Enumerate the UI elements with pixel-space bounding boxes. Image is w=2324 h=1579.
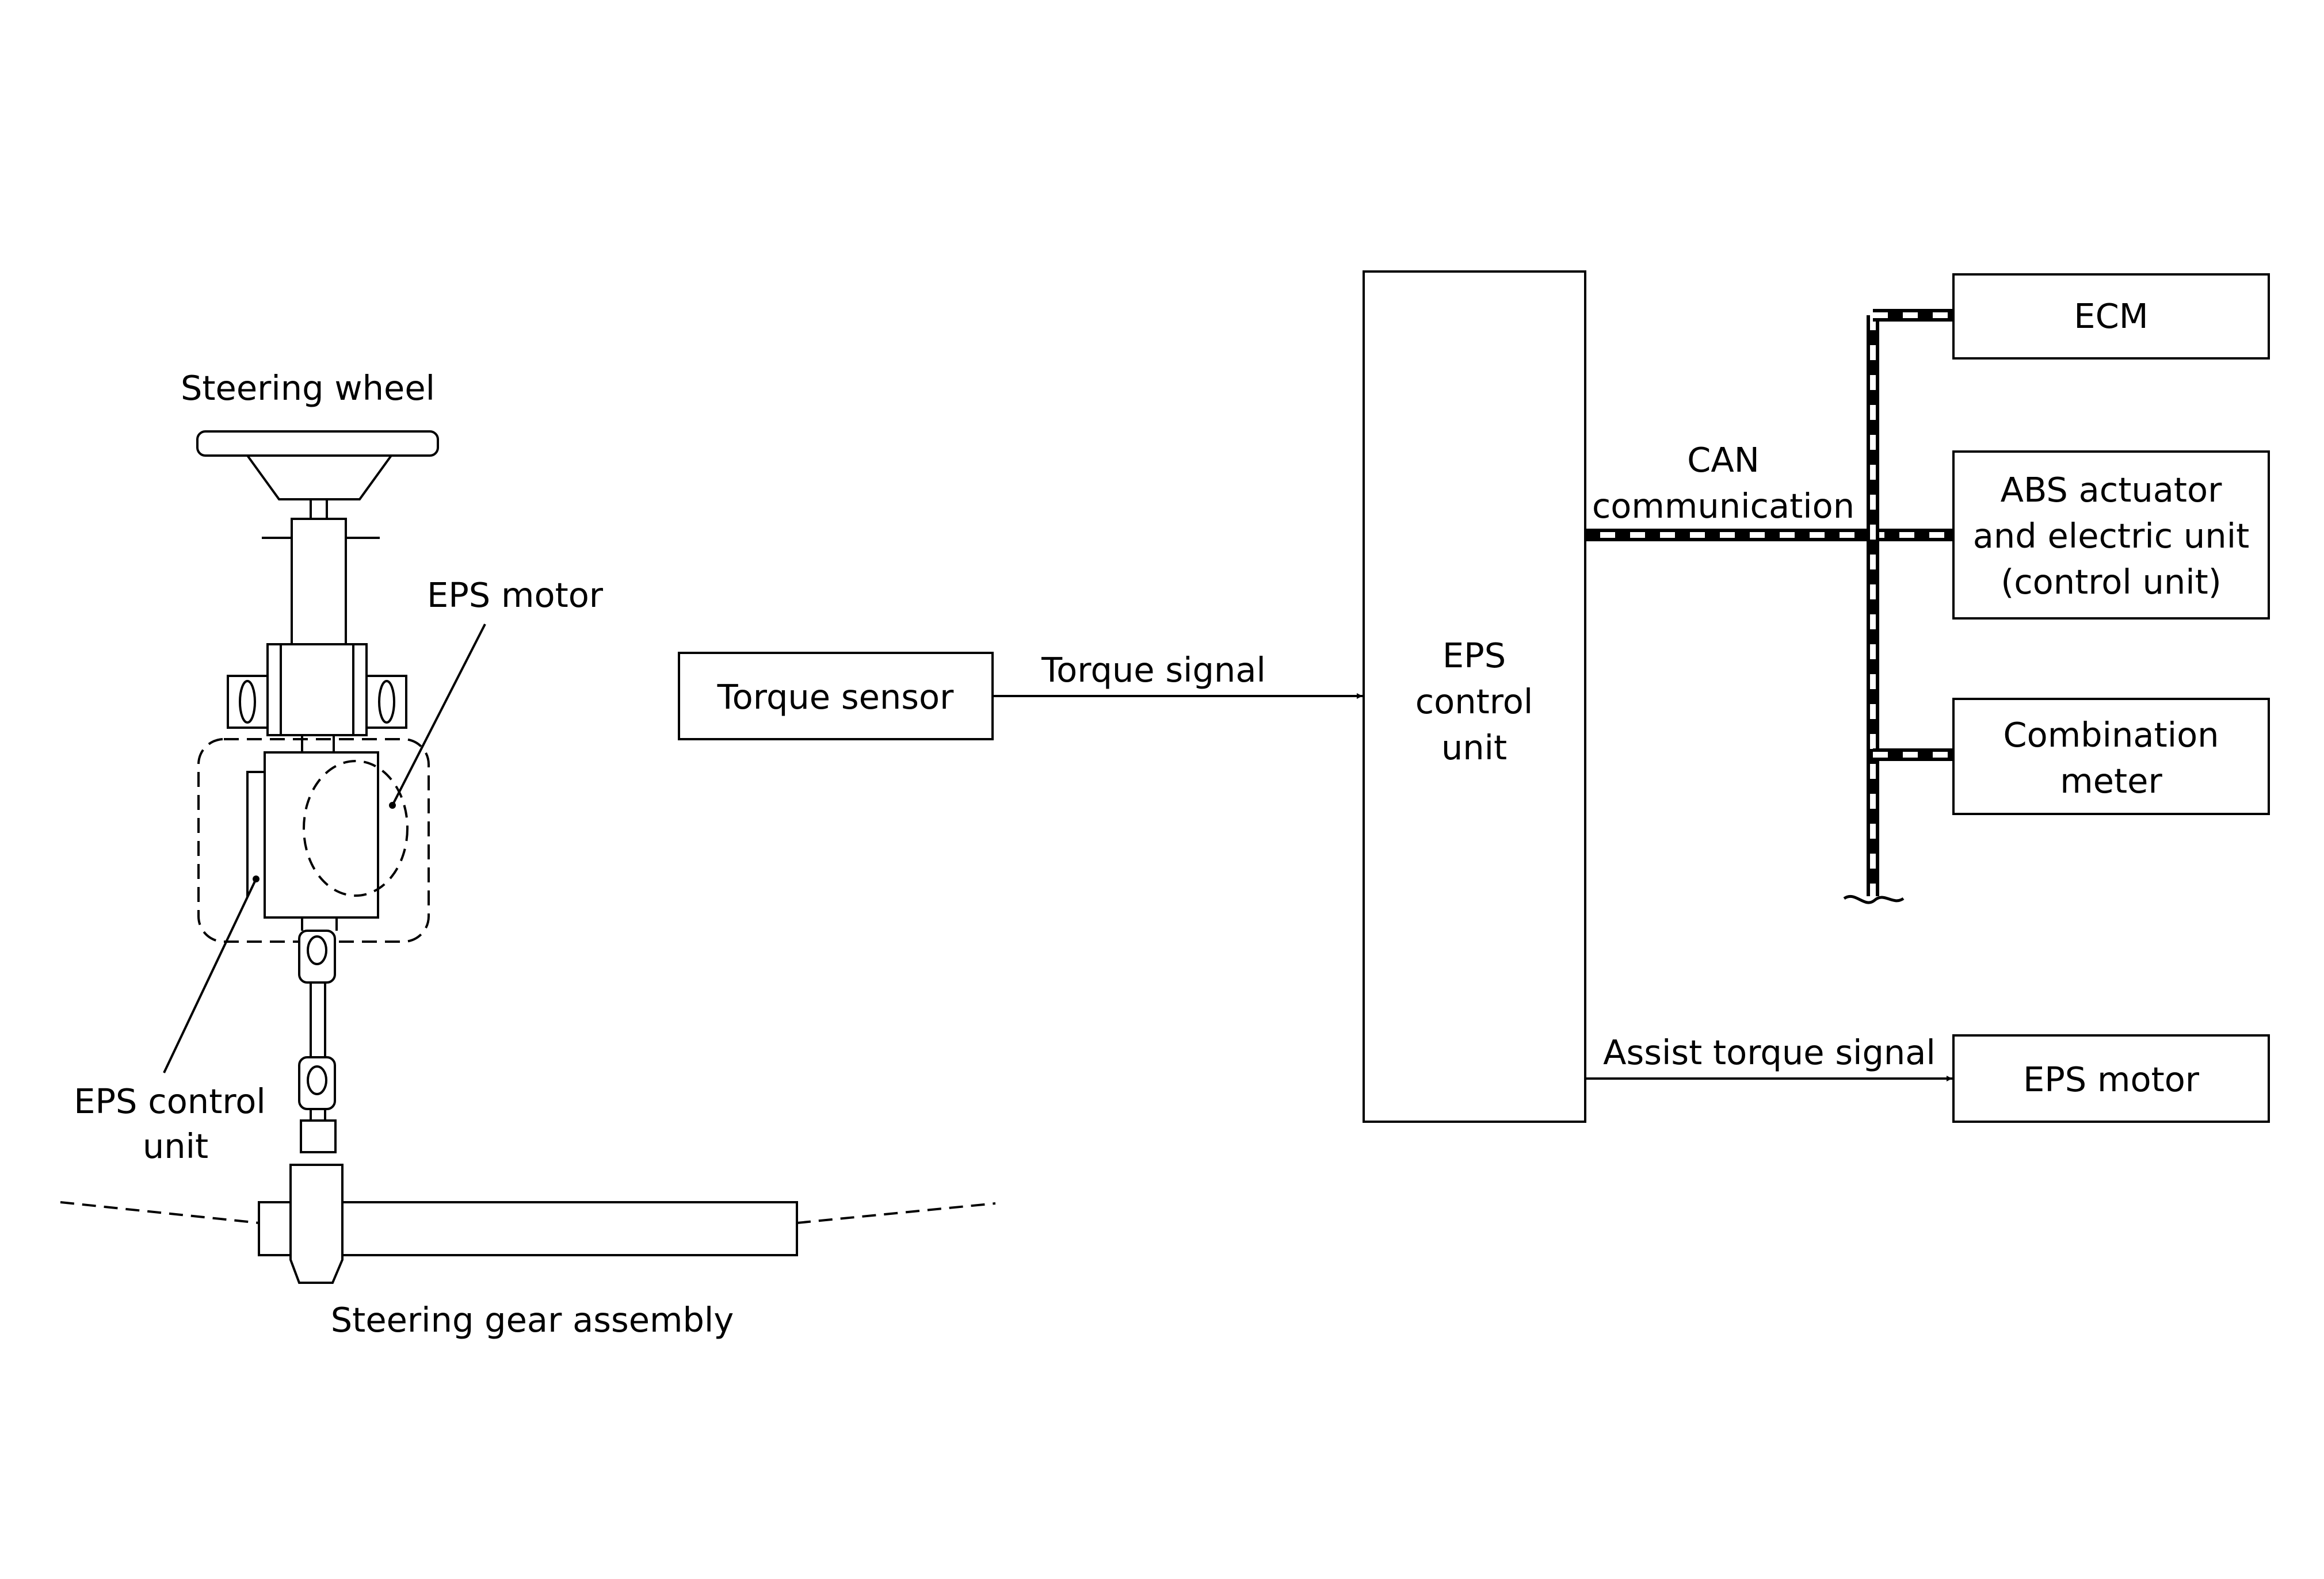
eps-control-unit-body bbox=[264, 751, 379, 919]
label-eps-motor-block: EPS motor bbox=[2023, 1060, 2200, 1099]
label-steering-wheel: Steering wheel bbox=[181, 368, 435, 408]
eps-control-unit-leader-line bbox=[163, 878, 257, 1073]
intermediate-shaft-drawing bbox=[298, 917, 338, 1153]
eps-control-unit-box bbox=[1363, 270, 1586, 1123]
steering-gear-drawing bbox=[60, 1164, 996, 1284]
label-combination-line1: Combination bbox=[2003, 715, 2219, 755]
label-combination-line2: meter bbox=[2060, 761, 2162, 801]
steering-mechanism-illustration bbox=[60, 430, 996, 1284]
label-torque-signal: Torque signal bbox=[1041, 650, 1266, 690]
control-unit-board bbox=[246, 771, 265, 897]
abs-actuator-box bbox=[1952, 450, 2270, 620]
label-steering-gear-assembly: Steering gear assembly bbox=[331, 1300, 734, 1340]
eps-motor-dashed-outline bbox=[303, 760, 409, 897]
label-abs-line2: and electric unit bbox=[1973, 516, 2249, 556]
combination-meter-box bbox=[1952, 698, 2270, 815]
label-eps-unit-line2: control bbox=[1415, 682, 1533, 721]
label-eps-motor-mechanical: EPS motor bbox=[427, 575, 604, 615]
ecm-box bbox=[1952, 273, 2270, 360]
block-diagram: Torque sensor Torque signal EPS control … bbox=[678, 270, 2270, 1123]
label-eps-control-unit-line1: EPS control bbox=[74, 1081, 266, 1121]
label-can-line1: CAN bbox=[1687, 440, 1760, 480]
label-eps-unit-line3: unit bbox=[1441, 728, 1507, 767]
steering-wheel-drawing bbox=[196, 430, 439, 539]
label-assist-torque-signal: Assist torque signal bbox=[1603, 1033, 1936, 1072]
can-bus bbox=[1585, 309, 1953, 904]
label-abs-line1: ABS actuator bbox=[2001, 470, 2223, 510]
label-eps-control-unit-line2: unit bbox=[143, 1126, 208, 1166]
label-torque-sensor: Torque sensor bbox=[717, 677, 954, 717]
label-can-line2: communication bbox=[1592, 486, 1854, 526]
label-ecm: ECM bbox=[2074, 296, 2148, 336]
steering-column-drawing bbox=[227, 518, 407, 752]
eps-motor-leader-line bbox=[391, 624, 486, 806]
label-abs-line3: (control unit) bbox=[2001, 562, 2222, 602]
eps-motor-box bbox=[1952, 1034, 2270, 1123]
label-eps-unit-line1: EPS bbox=[1443, 636, 1506, 675]
